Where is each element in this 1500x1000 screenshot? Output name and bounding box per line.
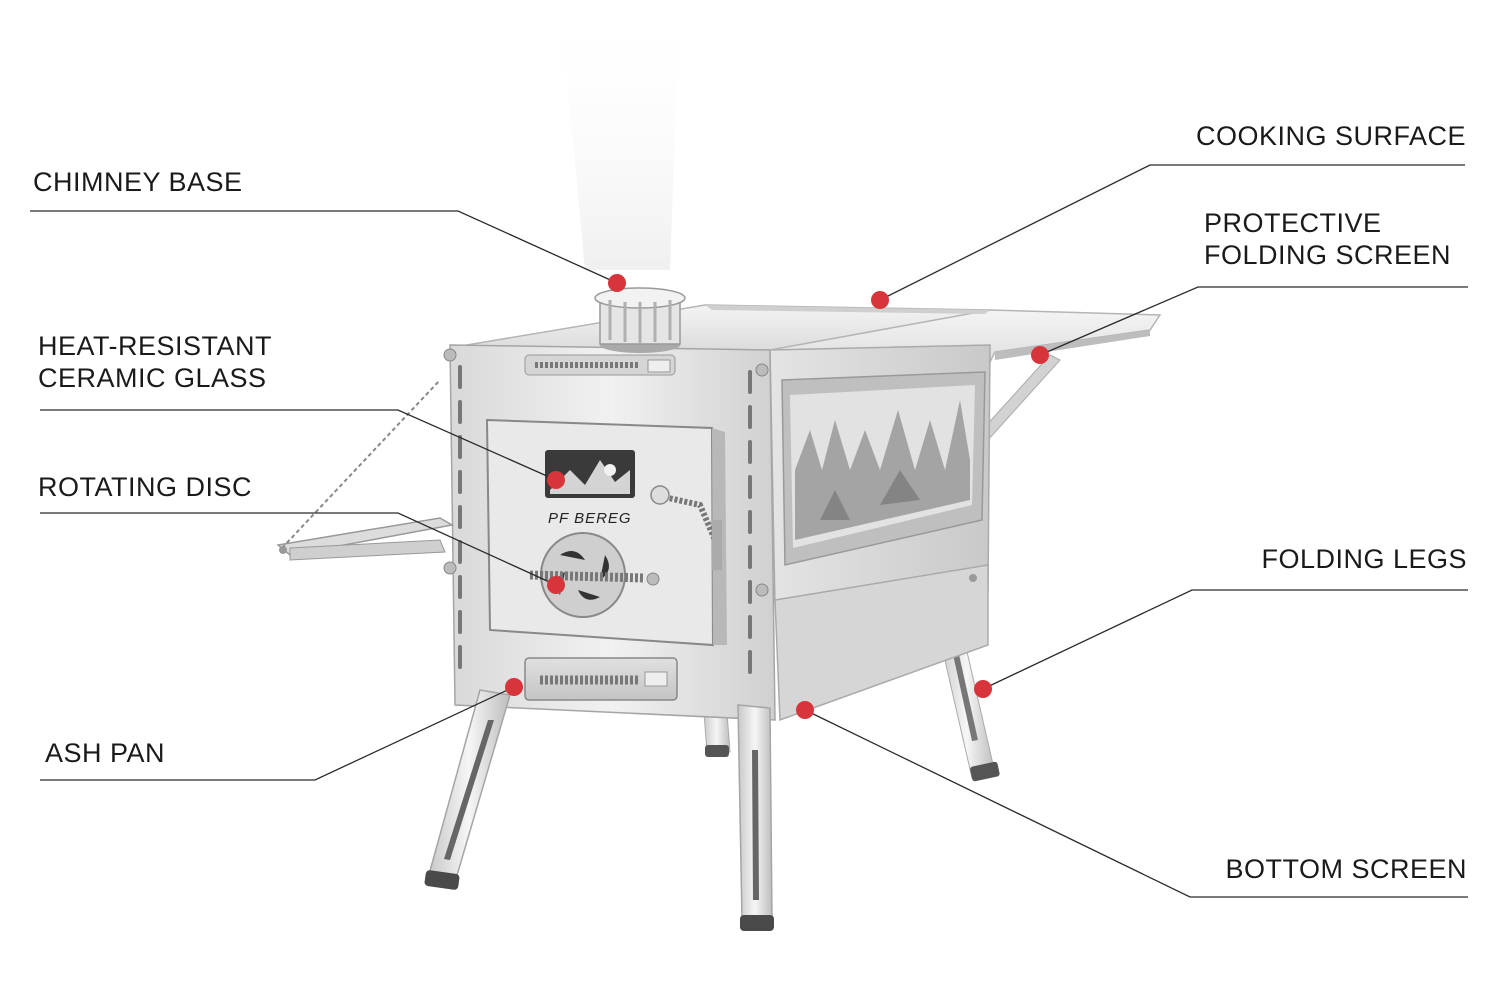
leader-line-heat-resistant-ceramic-glass [40,409,557,481]
top-vent-handle [524,354,676,376]
leader-line-rotating-disc [40,512,557,586]
bottom-screen-panel [774,564,989,722]
label-heat-resistant-ceramic-glass: HEAT-RESISTANT CERAMIC GLASS [38,330,272,394]
marker-rotating-disc [547,576,565,594]
label-heat-resistant-ceramic-glass-line1: HEAT-RESISTANT [38,331,273,361]
leader-line-bottom-screen [804,709,1468,898]
label-chimney-base: CHIMNEY BASE [33,166,243,198]
label-ash-pan: ASH PAN [45,737,165,769]
label-rotating-disc-line1: ROTATING DISC [38,472,252,502]
label-ash-pan-line1: ASH PAN [45,738,166,768]
leader-lines [30,164,1468,898]
label-cooking-surface: COOKING SURFACE [1196,120,1466,152]
label-protective-folding-screen-line2: FOLDING SCREEN [1204,240,1452,270]
chimney-pipe-shadow [560,0,680,270]
protective-screen-panel [781,371,986,566]
stove-door [485,418,727,647]
marker-heat-resistant-ceramic-glass [547,471,565,489]
label-protective-folding-screen: PROTECTIVE FOLDING SCREEN [1204,207,1451,271]
label-heat-resistant-ceramic-glass-line2: CERAMIC GLASS [38,363,267,393]
label-protective-folding-screen-line1: PROTECTIVE [1204,208,1382,238]
leader-line-cooking-surface [879,164,1465,301]
label-chimney-base-line1: CHIMNEY BASE [33,167,243,197]
marker-protective-folding-screen [1031,346,1049,364]
marker-bottom-screen [796,701,814,719]
leader-line-protective-folding-screen [1039,286,1468,356]
marker-ash-pan [505,678,523,696]
leader-line-chimney-base [30,210,618,284]
marker-chimney-base [608,274,626,292]
chimney-base [594,287,686,353]
label-folding-legs: FOLDING LEGS [1261,543,1467,575]
vent-strips [458,365,752,674]
ash-pan [524,657,678,701]
leader-line-ash-pan [40,686,515,781]
leader-line-folding-legs [982,589,1468,690]
marker-folding-legs [974,680,992,698]
front-legs [424,689,774,931]
label-cooking-surface-line1: COOKING SURFACE [1195,121,1466,151]
left-folding-shelf [276,379,455,561]
label-bottom-screen-line1: BOTTOM SCREEN [1225,854,1467,884]
callout-markers [505,274,1049,719]
label-bottom-screen: BOTTOM SCREEN [1225,853,1467,885]
marker-cooking-surface [871,291,889,309]
label-rotating-disc: ROTATING DISC [38,471,252,503]
door-brand-text: PF BEREG [548,510,632,527]
label-folding-legs-line1: FOLDING LEGS [1261,544,1467,574]
